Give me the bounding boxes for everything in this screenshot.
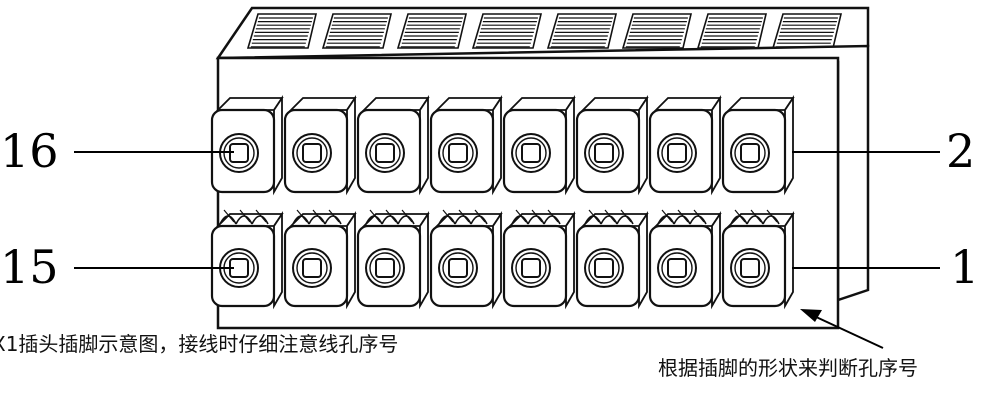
caption-right: 根据插脚的形状来判断孔序号 [658,356,918,380]
pin-socket-bottom [210,209,284,310]
pin-label-15: 15 [0,240,59,294]
pin-socket-top [210,95,284,196]
pin-socket-top [429,95,503,196]
arrow-icon [800,309,884,349]
pin-socket-bottom [356,209,430,310]
vent-slot [546,13,618,49]
pin-label-2: 2 [946,124,976,178]
pin-socket-top [721,95,795,196]
vent-slot [246,13,318,49]
pin-socket-top [283,95,357,196]
pin-socket-bottom [429,209,503,310]
top-row-slots [210,95,795,196]
vent-slot [696,13,768,49]
pin-socket-top [575,95,649,196]
pin-socket-bottom [575,209,649,310]
pin-socket-bottom [721,209,795,310]
caption-left: X1插头插脚示意图，接线时仔细注意线孔序号 [0,332,399,356]
pin-label-1: 1 [950,240,980,294]
pin-socket-top [356,95,430,196]
pin-socket-bottom [283,209,357,310]
bottom-row-slots [210,209,795,310]
pin-socket-bottom [648,209,722,310]
vent-slot [321,13,393,49]
pin-socket-top [648,95,722,196]
pin-socket-top [502,95,576,196]
vent-slot [396,13,468,49]
vent-slot [471,13,543,49]
top-rail [215,6,870,64]
vent-slot [621,13,693,49]
pin-label-16: 16 [0,124,59,178]
pin-socket-bottom [502,209,576,310]
vent-slot [771,13,843,49]
